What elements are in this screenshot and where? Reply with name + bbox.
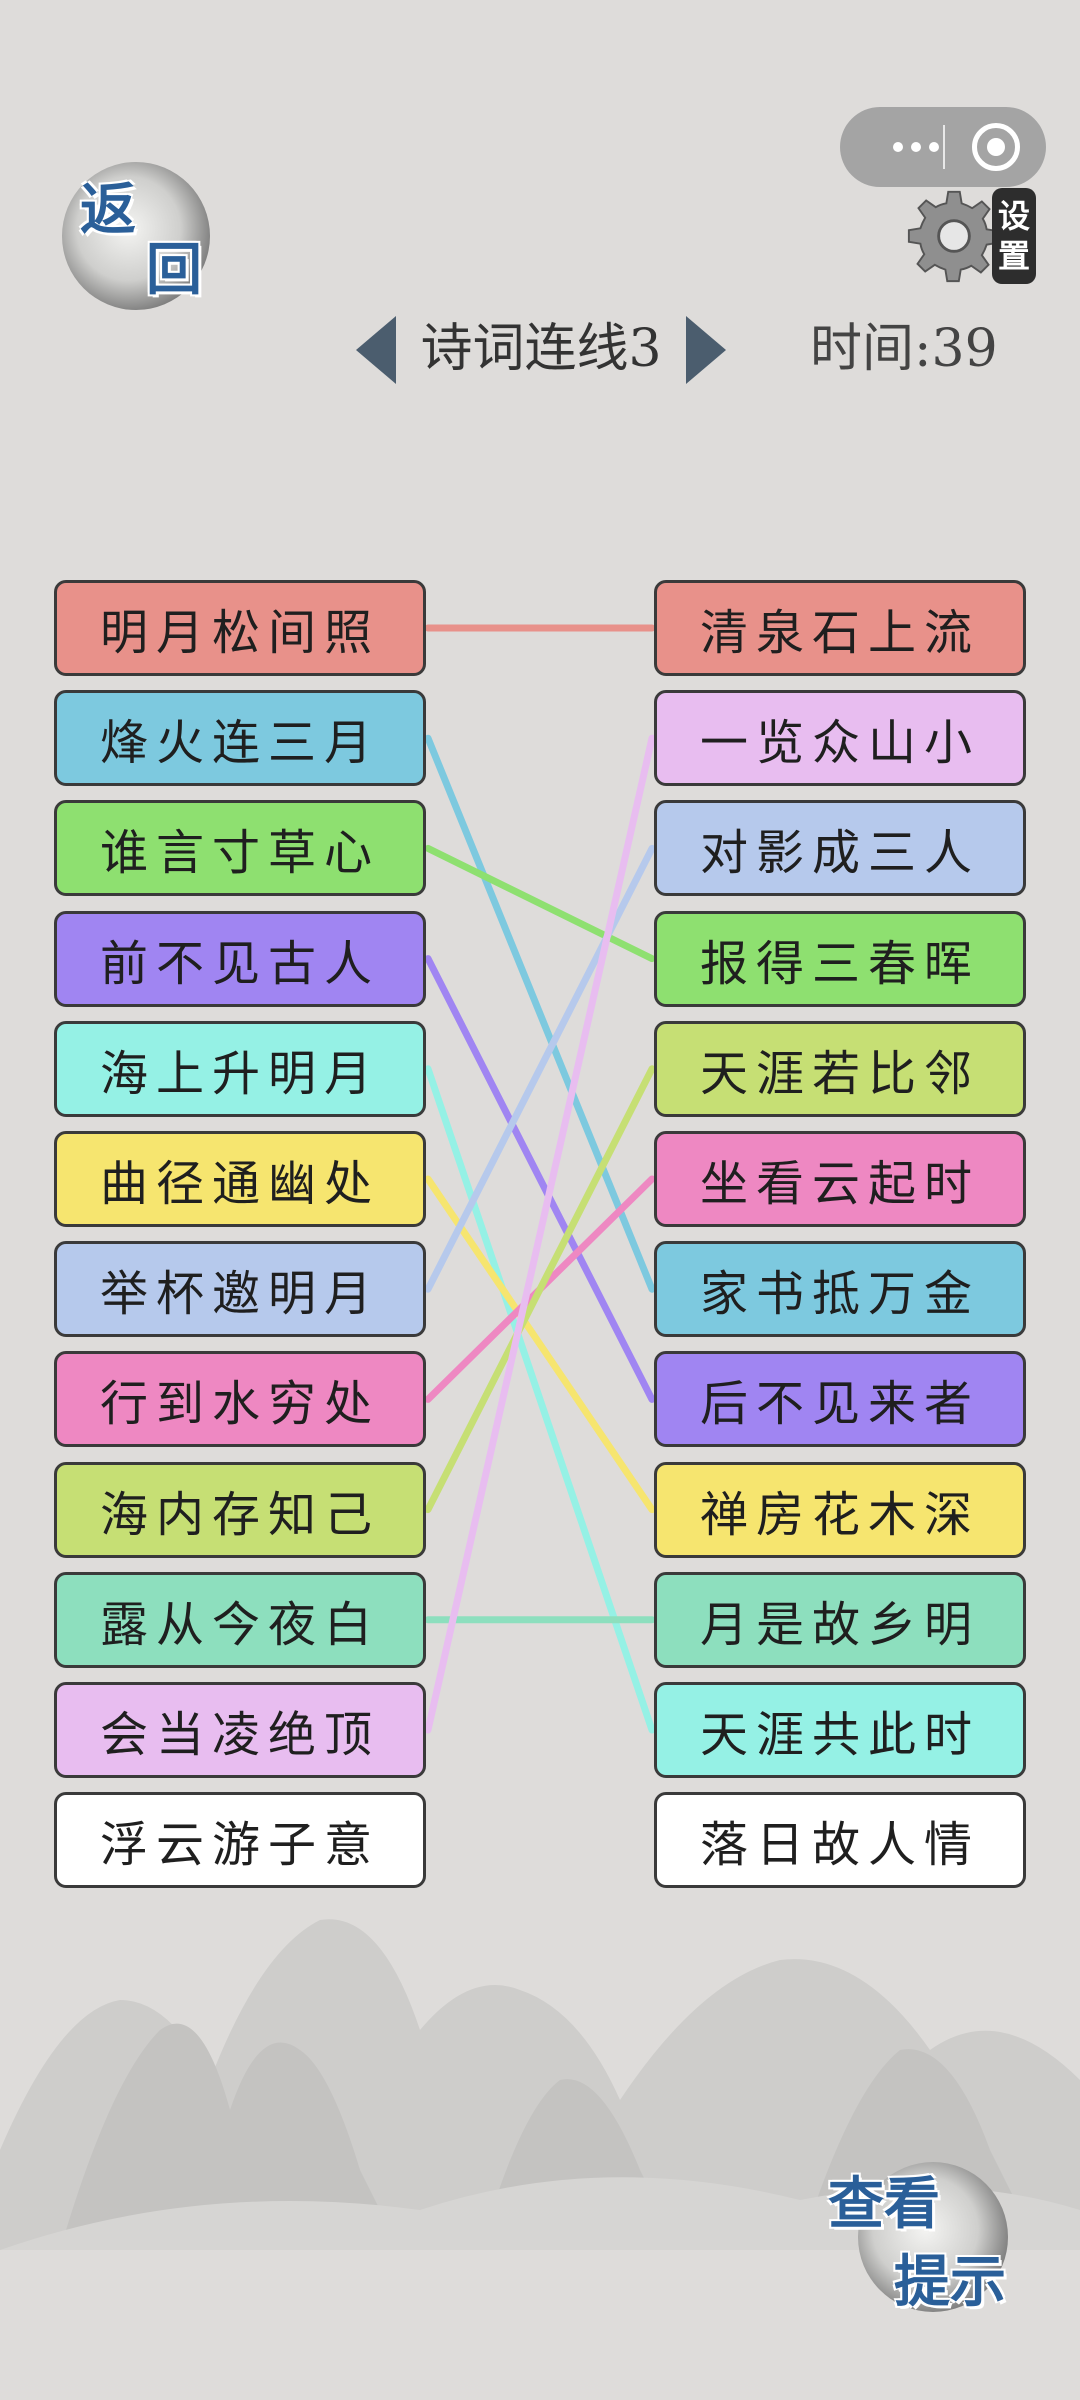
hint-button[interactable]: 查看 提示 — [828, 2158, 1028, 2318]
connection-line-4 — [424, 1065, 656, 1734]
gear-icon — [907, 190, 1000, 283]
left-word-box-0[interactable]: 明月松间照 — [54, 580, 426, 676]
left-word-box-4[interactable]: 海上升明月 — [54, 1020, 426, 1117]
right-word-box-9[interactable]: 月是故乡明 — [654, 1571, 1026, 1668]
more-icon[interactable] — [866, 107, 966, 187]
prev-level-arrow-icon[interactable] — [356, 316, 396, 384]
connection-line-3 — [424, 955, 656, 1403]
timer-label: 时间: — [810, 319, 932, 379]
left-word-box-8[interactable]: 海内存知己 — [54, 1461, 426, 1558]
timer-value: 39 — [931, 319, 998, 379]
close-target-icon[interactable] — [972, 123, 1020, 171]
ink-circle-icon — [62, 162, 210, 310]
left-word-box-6[interactable]: 举杯邀明月 — [54, 1241, 426, 1338]
right-word-box-1[interactable]: 一览众山小 — [654, 690, 1026, 787]
right-word-box-6[interactable]: 家书抵万金 — [654, 1241, 1026, 1338]
hint-label-2: 提示 — [894, 2249, 1006, 2315]
left-word-box-9[interactable]: 露从今夜白 — [54, 1571, 426, 1668]
left-word-box-5[interactable]: 曲径通幽处 — [54, 1131, 426, 1227]
left-word-box-10[interactable]: 会当凌绝顶 — [54, 1682, 426, 1778]
connection-line-2 — [424, 844, 656, 963]
back-label-1: 返 — [80, 177, 136, 243]
connection-line-5 — [424, 1175, 656, 1514]
connection-line-6 — [424, 844, 656, 1293]
connection-line-1 — [424, 734, 656, 1293]
left-word-box-1[interactable]: 烽火连三月 — [54, 690, 426, 787]
right-word-box-0[interactable]: 清泉石上流 — [654, 580, 1026, 676]
ink-circle-icon — [858, 2162, 1008, 2312]
right-word-box-7[interactable]: 后不见来者 — [654, 1351, 1026, 1448]
right-word-box-10[interactable]: 天涯共此时 — [654, 1682, 1026, 1778]
right-word-box-2[interactable]: 对影成三人 — [654, 800, 1026, 897]
hint-label-1: 查看 — [828, 2171, 940, 2237]
level-title-bar: 诗词连线3 — [356, 312, 726, 386]
next-level-arrow-icon[interactable] — [686, 316, 726, 384]
left-word-box-11[interactable]: 浮云游子意 — [54, 1792, 426, 1889]
back-button[interactable]: 返 回 — [62, 162, 214, 314]
mini-program-capsule — [840, 107, 1046, 187]
connection-line-10 — [424, 734, 656, 1734]
right-word-box-11[interactable]: 落日故人情 — [654, 1792, 1026, 1889]
left-word-box-7[interactable]: 行到水穷处 — [54, 1351, 426, 1448]
capsule-divider — [943, 125, 945, 169]
level-title: 诗词连线3 — [420, 319, 662, 379]
timer: 时间:39 — [810, 312, 998, 386]
settings-label: 设置 — [992, 188, 1036, 284]
right-word-box-5[interactable]: 坐看云起时 — [654, 1131, 1026, 1227]
back-label-2: 回 — [146, 237, 202, 303]
left-word-box-3[interactable]: 前不见古人 — [54, 910, 426, 1007]
right-word-box-4[interactable]: 天涯若比邻 — [654, 1020, 1026, 1117]
right-word-box-8[interactable]: 禅房花木深 — [654, 1461, 1026, 1558]
connection-line-8 — [424, 1065, 656, 1514]
right-word-box-3[interactable]: 报得三春晖 — [654, 910, 1026, 1007]
settings-button[interactable]: 设置 — [900, 188, 1040, 298]
left-word-box-2[interactable]: 谁言寸草心 — [54, 800, 426, 897]
